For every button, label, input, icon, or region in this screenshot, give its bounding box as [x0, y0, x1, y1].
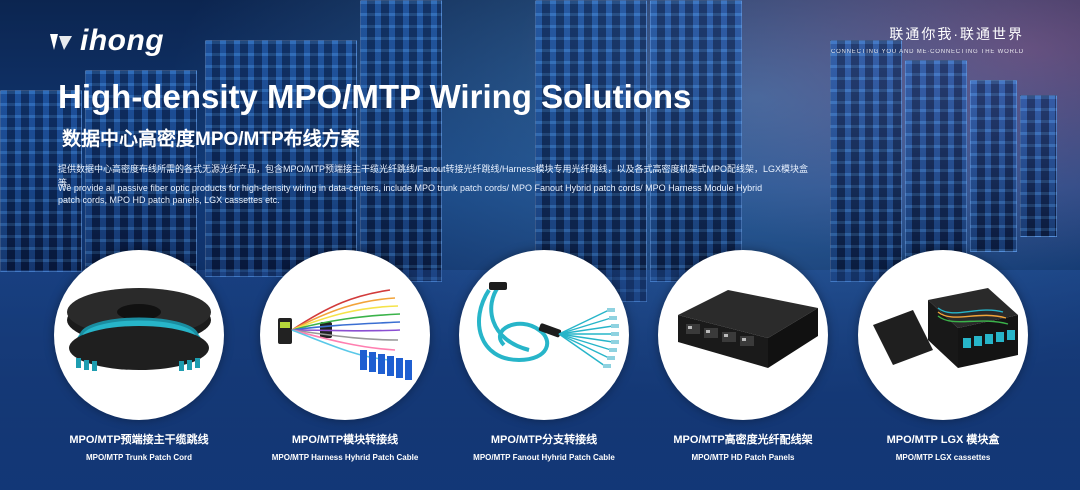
- product-name-en: MPO/MTP LGX cassettes: [895, 453, 991, 462]
- server-rack: [360, 0, 442, 282]
- product-name-en: MPO/MTP Harness Hyhrid Patch Cable: [271, 453, 419, 462]
- product-name-cn: MPO/MTP预端接主干缆跳线: [69, 434, 209, 446]
- description-cn: 提供数据中心高密度布线所需的各式无源光纤产品，包含MPO/MTP预端接主干缆光纤…: [58, 164, 809, 188]
- fanout-cable-icon: [477, 282, 619, 368]
- slogan-en: CONNECTING YOU AND ME·CONNECTING THE WOR…: [830, 49, 1024, 55]
- product-card-harness[interactable]: MPO/MTP模块转接线 MPO/MTP Harness Hyhrid Patc…: [245, 250, 445, 462]
- page-subtitle-cn: 数据中心高密度MPO/MTP布线方案: [62, 129, 360, 150]
- logo-text: ihong: [80, 24, 165, 57]
- product-name-cn: MPO/MTP分支转接线: [490, 434, 598, 446]
- product-name-en: MPO/MTP HD Patch Panels: [691, 453, 795, 462]
- product-name-en: MPO/MTP Fanout Hyhrid Patch Cable: [473, 453, 615, 462]
- fiber-reel-icon: [67, 288, 211, 371]
- server-rack: [205, 40, 357, 277]
- product-image-circle: [260, 250, 430, 420]
- product-card-trunk[interactable]: MPO/MTP预端接主干缆跳线 MPO/MTP Trunk Patch Cord: [39, 250, 239, 462]
- product-image-circle: [54, 250, 224, 420]
- slogan: 联通你我·联通世界 CONNECTING YOU AND ME·CONNECTI…: [831, 24, 1024, 55]
- product-card-lgx[interactable]: MPO/MTP LGX 模块盒 MPO/MTP LGX cassettes: [843, 250, 1043, 462]
- page-title: High-density MPO/MTP Wiring Solutions: [58, 78, 692, 115]
- server-rack: [0, 90, 82, 272]
- server-rack: [1020, 95, 1057, 237]
- description-en: We provide all passive fiber optic produ…: [58, 183, 763, 205]
- product-name-cn: MPO/MTP LGX 模块盒: [886, 434, 1000, 446]
- server-rack: [830, 40, 902, 282]
- product-image-circle: [459, 250, 629, 420]
- server-rack: [905, 60, 967, 262]
- product-card-patch-panel[interactable]: MPO/MTP高密度光纤配线架 MPO/MTP HD Patch Panels: [643, 250, 843, 462]
- product-image-circle: [658, 250, 828, 420]
- product-image-circle: [858, 250, 1028, 420]
- harness-cable-icon: [278, 289, 412, 380]
- patch-panel-icon: [678, 290, 818, 368]
- lgx-cassette-icon: [873, 288, 1018, 368]
- product-name-cn: MPO/MTP高密度光纤配线架: [673, 434, 813, 446]
- product-name-cn: MPO/MTP模块转接线: [291, 434, 399, 446]
- brand-logo[interactable]: ihong: [48, 24, 164, 58]
- server-rack: [970, 80, 1017, 252]
- logo-mark-icon: [50, 34, 72, 50]
- product-name-en: MPO/MTP Trunk Patch Cord: [85, 453, 193, 462]
- product-card-fanout[interactable]: MPO/MTP分支转接线 MPO/MTP Fanout Hyhrid Patch…: [444, 250, 644, 462]
- slogan-cn: 联通你我·联通世界: [889, 26, 1024, 42]
- server-rack: [650, 0, 742, 282]
